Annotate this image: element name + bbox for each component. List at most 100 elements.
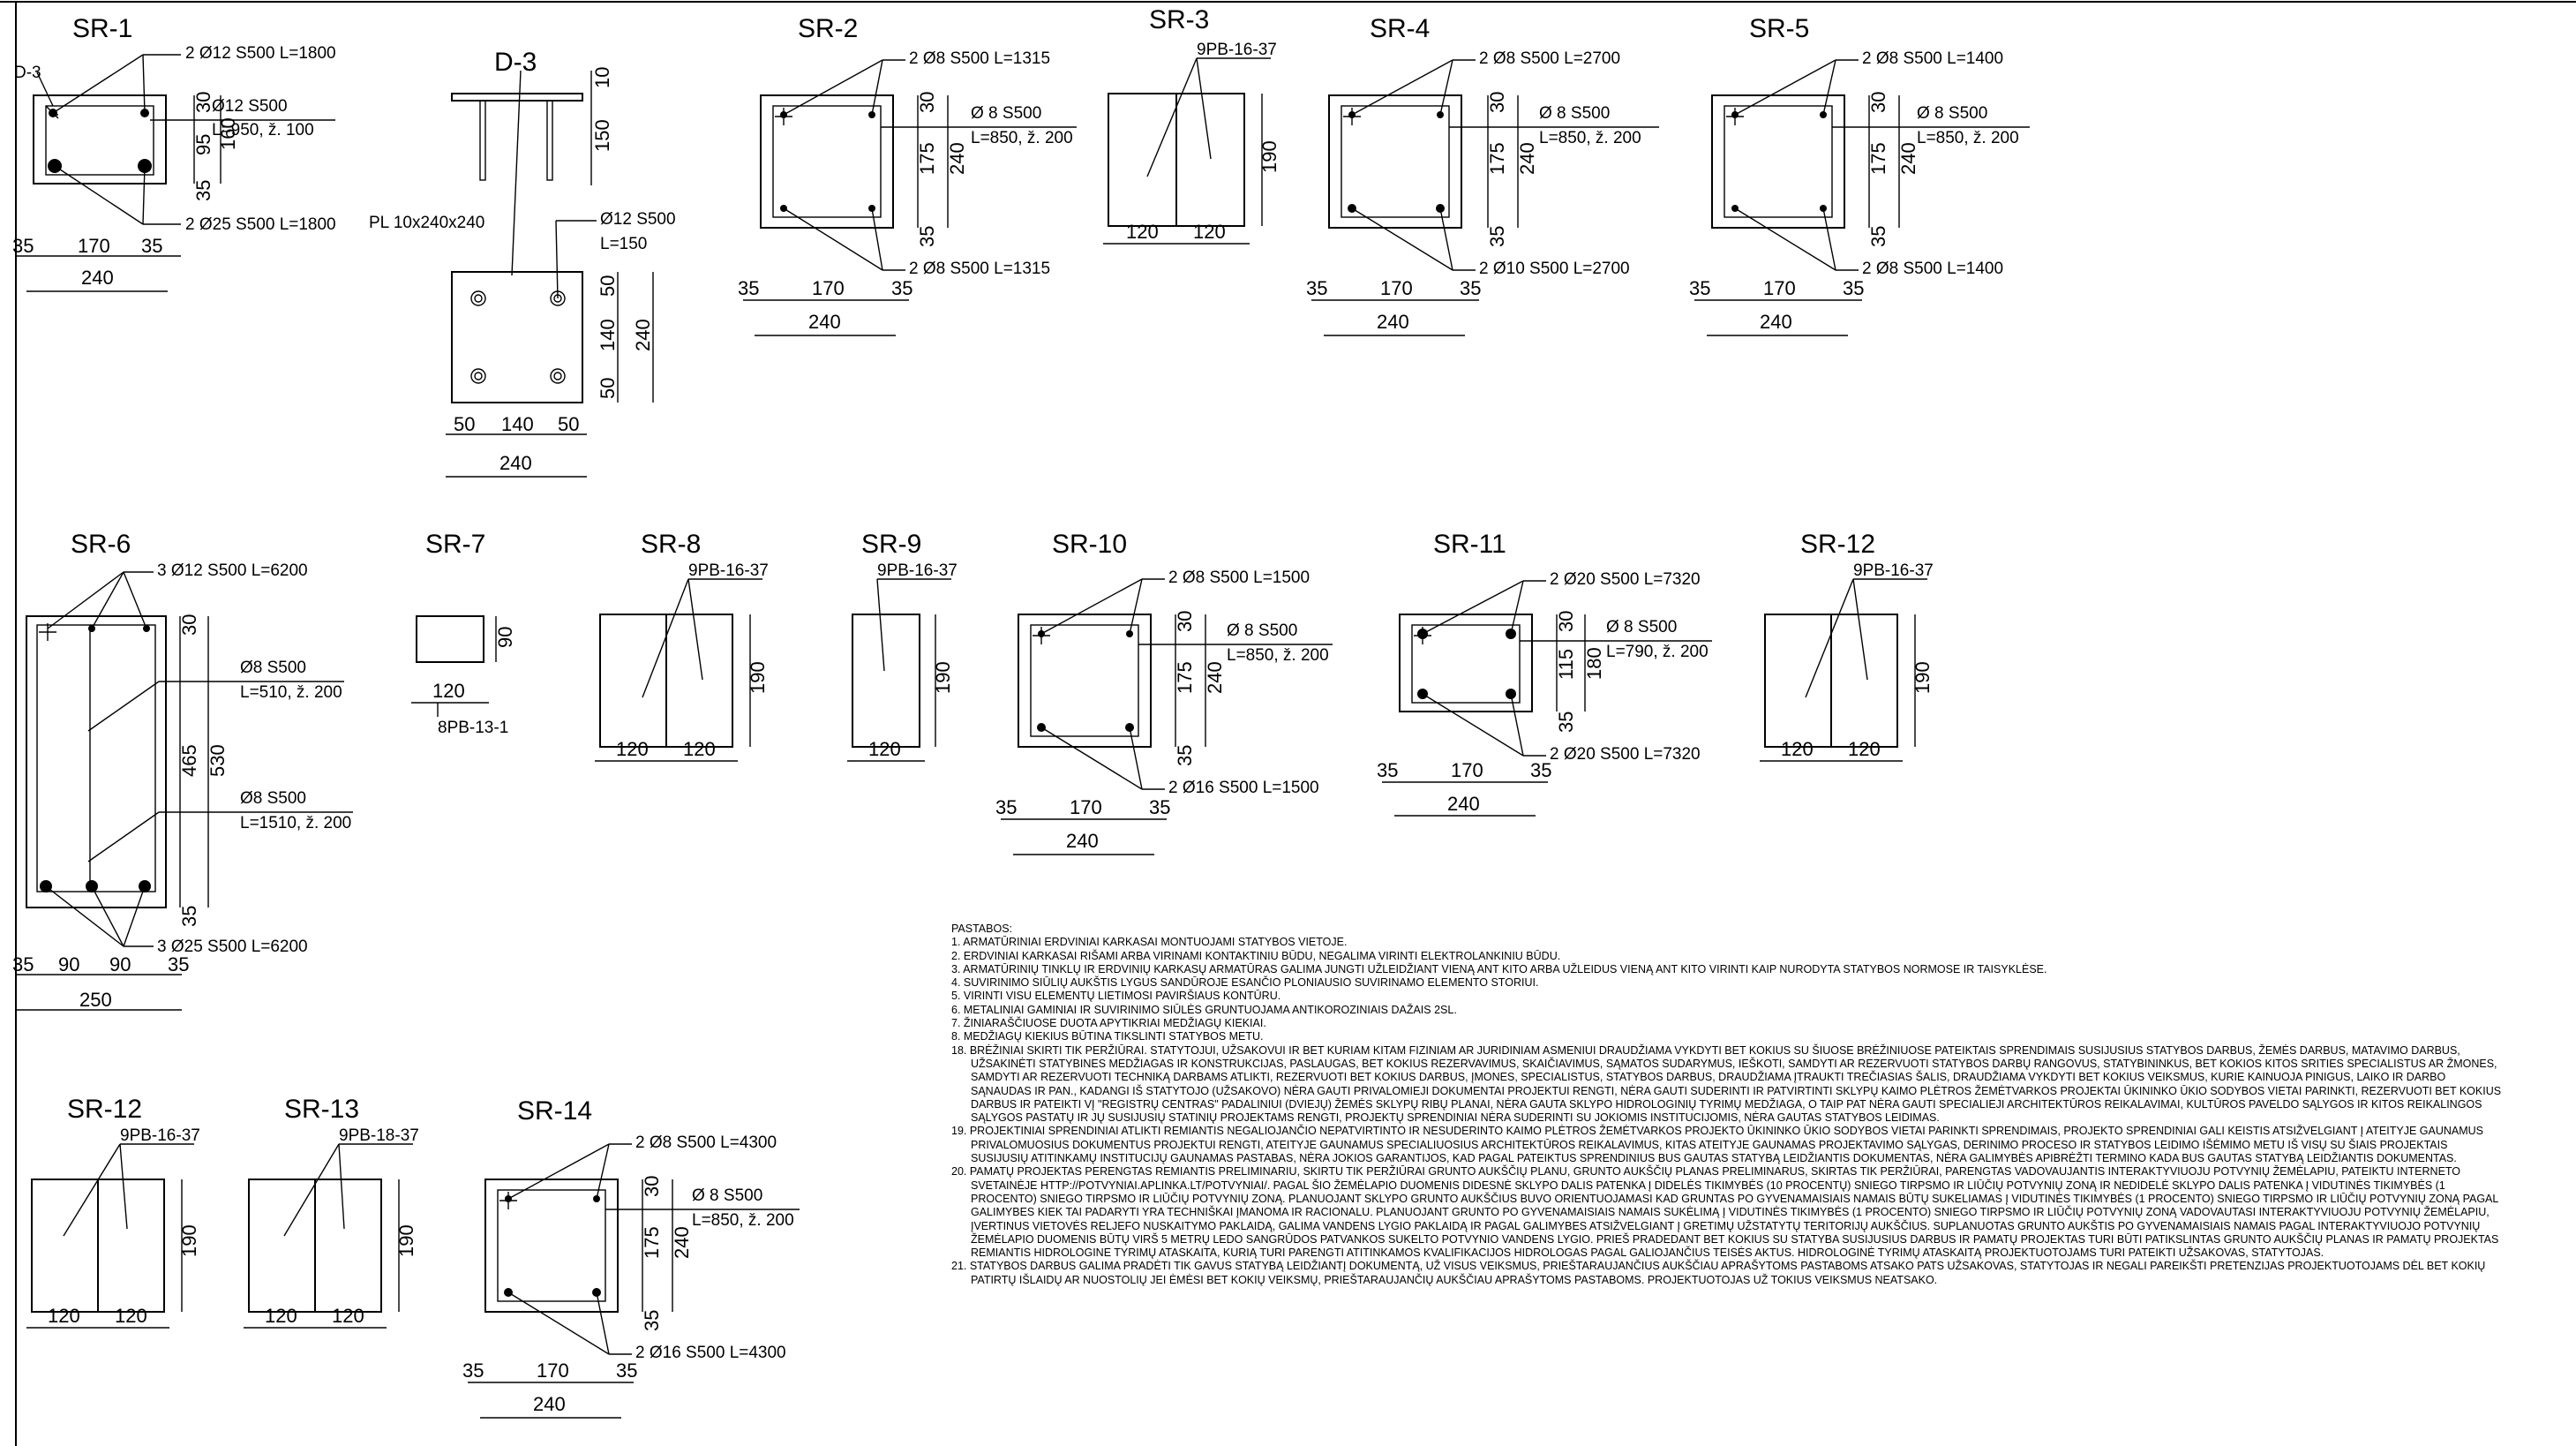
dim-label: 35	[1843, 277, 1864, 299]
dim-label: 35	[916, 226, 938, 247]
note-item: 4. SUVIRINIMO SIŪLIŲ AUKŠTIS LYGUS SANDŪ…	[951, 976, 1539, 990]
note-item: 8. MEDŽIAGŲ KIEKIUS BŪTINA TIKSLINTI STA…	[951, 1030, 1264, 1043]
callout-label: 2 Ø8 S500 L=1315	[909, 49, 1050, 68]
dim-label: 240	[946, 142, 968, 175]
callout-label: Ø12 S500	[212, 97, 288, 116]
dim-label: 175	[1486, 142, 1508, 175]
anchor-bar	[479, 100, 486, 181]
dim-label: 120	[48, 1305, 80, 1327]
dim-label: 35	[1689, 277, 1710, 299]
anchor-bar	[546, 100, 553, 181]
detail-sr7[interactable]: SR-7 90 120 8PB-13-1	[411, 530, 516, 737]
dim-label: 120	[868, 738, 901, 760]
dim-label: 35	[1377, 759, 1398, 781]
callout-label: 8PB-13-1	[438, 719, 508, 737]
dim-label: 115	[1555, 649, 1577, 680]
dim-label: 30	[641, 1176, 663, 1197]
dim-label: 35	[12, 235, 34, 257]
callout-label: 2 Ø16 S500 L=4300	[635, 1344, 786, 1362]
detail-sr11[interactable]: SR-11 2 Ø20 S500 L=7320 Ø 8 S500 L=790, …	[1377, 530, 1712, 817]
dim-label: 35	[1149, 796, 1170, 818]
callout-label: 2 Ø8 S500 L=4300	[635, 1133, 777, 1152]
callout-label: 2 Ø20 S500 L=7320	[1550, 570, 1701, 589]
dim-label: 170	[1451, 759, 1483, 781]
dim-label: 35	[1174, 745, 1196, 766]
dim-label: 35	[1555, 712, 1577, 733]
note-item: 1. ARMATŪRINIAI ERDVINIAI KARKASAI MONTU…	[951, 936, 1348, 949]
detail-title: SR-10	[1052, 530, 1127, 559]
callout-label: 3 Ø12 S500 L=6200	[157, 561, 308, 580]
dim-label: 35	[168, 953, 189, 975]
callout-label: Ø 8 S500	[971, 104, 1041, 123]
detail-title: SR-7	[425, 530, 485, 559]
dim-label: 530	[207, 744, 229, 777]
note-item: 5. VIRINTI VISU ELEMENTŲ LIETIMOSI PAVIR…	[951, 990, 1281, 1003]
detail-sr1[interactable]: SR-1 D-3 2 Ø12 S500 L=1800 Ø12 S500 L=95…	[12, 14, 336, 292]
dim-label: 190	[932, 661, 954, 694]
detail-sr5[interactable]: SR-5 2 Ø8 S500 L=1400 Ø 8 S500 L=850, ž.…	[1689, 14, 2030, 336]
callout-label: 2 Ø20 S500 L=7320	[1550, 745, 1701, 764]
detail-title: SR-5	[1749, 14, 1809, 43]
detail-sr12-bottom[interactable]: SR-12 9PB-16-37 190 120 120	[26, 1095, 200, 1329]
dim-label: 120	[683, 738, 716, 760]
dim-label: 240	[499, 452, 532, 474]
callout-label: PL 10x240x240	[369, 214, 484, 232]
callout-label: Ø 8 S500	[692, 1186, 762, 1205]
dim-label: 240	[1897, 142, 1919, 175]
detail-d3[interactable]: D-3 10 150 PL 10x240x240 Ø12 S500 L=150 …	[369, 48, 676, 478]
dim-label: 190	[1258, 140, 1280, 173]
dim-label: 175	[641, 1226, 663, 1259]
callout-label: D-3	[14, 64, 41, 82]
dim-label: 240	[1760, 311, 1792, 333]
dim-label: 240	[1204, 661, 1226, 694]
detail-title: D-3	[494, 48, 537, 77]
callout-label: 2 Ø16 S500 L=1500	[1168, 779, 1319, 797]
dim-label: 120	[1848, 738, 1881, 760]
detail-title: SR-9	[861, 530, 921, 559]
dim-label: 35	[1306, 277, 1327, 299]
detail-sr6[interactable]: SR-6 3 Ø12 S500 L=6200 Ø8 S500 L=510, ž.…	[12, 530, 353, 1011]
detail-title: SR-1	[72, 14, 132, 43]
dim-label: 35	[891, 277, 912, 299]
detail-sr2[interactable]: SR-2 2 Ø8 S500 L=1315 Ø 8 S500 L=850, ž.…	[738, 14, 1077, 336]
detail-sr14[interactable]: SR-14 2 Ø8 S500 L=4300 Ø 8 S500 L=850, ž…	[462, 1096, 800, 1419]
plate-plan	[451, 271, 583, 403]
detail-sr8[interactable]: SR-8 9PB-16-37 190 120 120	[595, 530, 769, 762]
dim-label: 50	[597, 275, 619, 297]
callout-label: L=510, ž. 200	[240, 683, 342, 702]
callout-label: 2 Ø8 S500 L=1400	[1862, 49, 2003, 68]
detail-sr9[interactable]: SR-9 9PB-16-37 190 120	[847, 530, 958, 762]
dim-label: 30	[1486, 92, 1508, 113]
detail-sr10[interactable]: SR-10 2 Ø8 S500 L=1500 Ø 8 S500 L=850, ž…	[995, 530, 1333, 855]
note-item: 3. ARMATŪRINIŲ TINKLŲ IR ERDVINIŲ KARKAS…	[951, 962, 2047, 975]
detail-sr13[interactable]: SR-13 9PB-18-37 190 120 120	[244, 1095, 419, 1329]
detail-title: SR-3	[1149, 5, 1209, 34]
dim-label: 30	[192, 92, 214, 113]
note-item: 2. ERDVINIAI KARKASAI RIŠAMI ARBA VIRINA…	[951, 949, 1561, 962]
dim-label: 240	[632, 319, 654, 351]
dim-label: 35	[178, 906, 200, 927]
detail-sr3[interactable]: SR-3 9PB-16-37 190 120 120	[1103, 5, 1280, 245]
callout-label: L=950, ž. 100	[212, 121, 314, 139]
dim-label: 10	[591, 67, 613, 88]
detail-sr4[interactable]: SR-4 2 Ø8 S500 L=2700 Ø 8 S500 L=850, ž.…	[1306, 14, 1659, 336]
dim-label: 465	[178, 744, 200, 777]
dim-label: 90	[58, 953, 79, 975]
callout-label: L=850, ž. 200	[971, 129, 1073, 147]
callout-label: Ø8 S500	[240, 789, 306, 808]
dim-label: 175	[1174, 661, 1196, 694]
detail-title: SR-12	[67, 1095, 142, 1124]
dim-label: 30	[916, 92, 938, 113]
dim-label: 35	[1460, 277, 1481, 299]
dim-label: 175	[916, 142, 938, 175]
note-item: 7. ŽINIARAŠČIUOSE DUOTA APYTIKRIAI MEDŽI…	[951, 1017, 1266, 1030]
callout-label: L=850, ž. 200	[692, 1211, 794, 1230]
dim-label: 240	[1066, 830, 1099, 852]
callout-label: 2 Ø8 S500 L=2700	[1479, 49, 1620, 68]
detail-sr12[interactable]: SR-12 9PB-16-37 190 120 120	[1760, 530, 1934, 762]
callout-label: Ø 8 S500	[1539, 104, 1610, 123]
dim-label: 35	[462, 1359, 484, 1382]
dim-label: 160	[217, 117, 239, 150]
detail-title: SR-13	[284, 1095, 359, 1124]
